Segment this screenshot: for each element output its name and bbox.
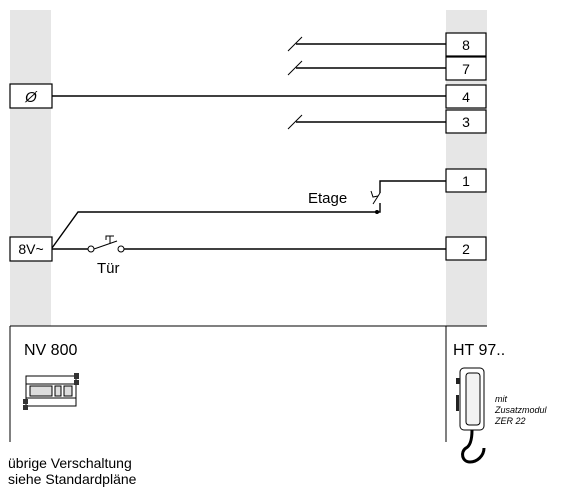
wire-1 bbox=[379, 180, 446, 193]
terminal-3-label: 3 bbox=[462, 114, 470, 130]
terminal-7-box bbox=[445, 56, 487, 81]
terminal-3-box bbox=[445, 109, 487, 134]
etage-switch-contact bbox=[372, 192, 381, 205]
terminal-phi-box bbox=[9, 83, 53, 109]
etage-node bbox=[375, 210, 379, 214]
door-button-contact-left bbox=[87, 245, 95, 253]
footnote-line-2: siehe Standardpläne bbox=[8, 471, 137, 487]
terminal-4-box bbox=[445, 84, 487, 109]
terminal-ac-box bbox=[9, 236, 53, 262]
terminal-2-box bbox=[445, 236, 487, 261]
handset-icon bbox=[456, 367, 486, 464]
door-button-lever bbox=[93, 240, 118, 250]
wire-7-tick bbox=[287, 60, 303, 76]
terminal-8-box bbox=[445, 32, 487, 57]
left-device-name: NV 800 bbox=[24, 342, 77, 359]
module-note-line-2: Zusatzmodul bbox=[494, 405, 548, 415]
wire-3-tick bbox=[287, 114, 303, 130]
wire-8-tick bbox=[287, 36, 303, 52]
terminal-4-label: 4 bbox=[462, 89, 470, 105]
terminal-1-box bbox=[445, 168, 487, 193]
door-push-button-icon bbox=[105, 235, 114, 244]
etage-label: Etage bbox=[308, 190, 347, 207]
terminal-7-label: 7 bbox=[462, 61, 470, 77]
terminal-phi-label: Ø bbox=[24, 89, 38, 106]
module-note-line-3: ZER 22 bbox=[494, 416, 526, 426]
etage-switch-symbol bbox=[370, 190, 379, 198]
terminal-ac-label: 8V~ bbox=[18, 241, 43, 257]
right-device-name: HT 97.. bbox=[453, 342, 505, 359]
left-device-column bbox=[10, 10, 51, 326]
footnote-line-1: übrige Verschaltung bbox=[8, 455, 132, 471]
module-note-line-1: mit bbox=[495, 394, 507, 404]
terminal-2-label: 2 bbox=[462, 241, 470, 257]
wire-etage-return bbox=[51, 203, 381, 249]
power-supply-icon bbox=[23, 373, 79, 410]
tuer-label: Tür bbox=[97, 260, 120, 277]
terminal-1-label: 1 bbox=[462, 173, 470, 189]
terminal-8-label: 8 bbox=[462, 37, 470, 53]
door-button-contact-right bbox=[117, 245, 125, 253]
